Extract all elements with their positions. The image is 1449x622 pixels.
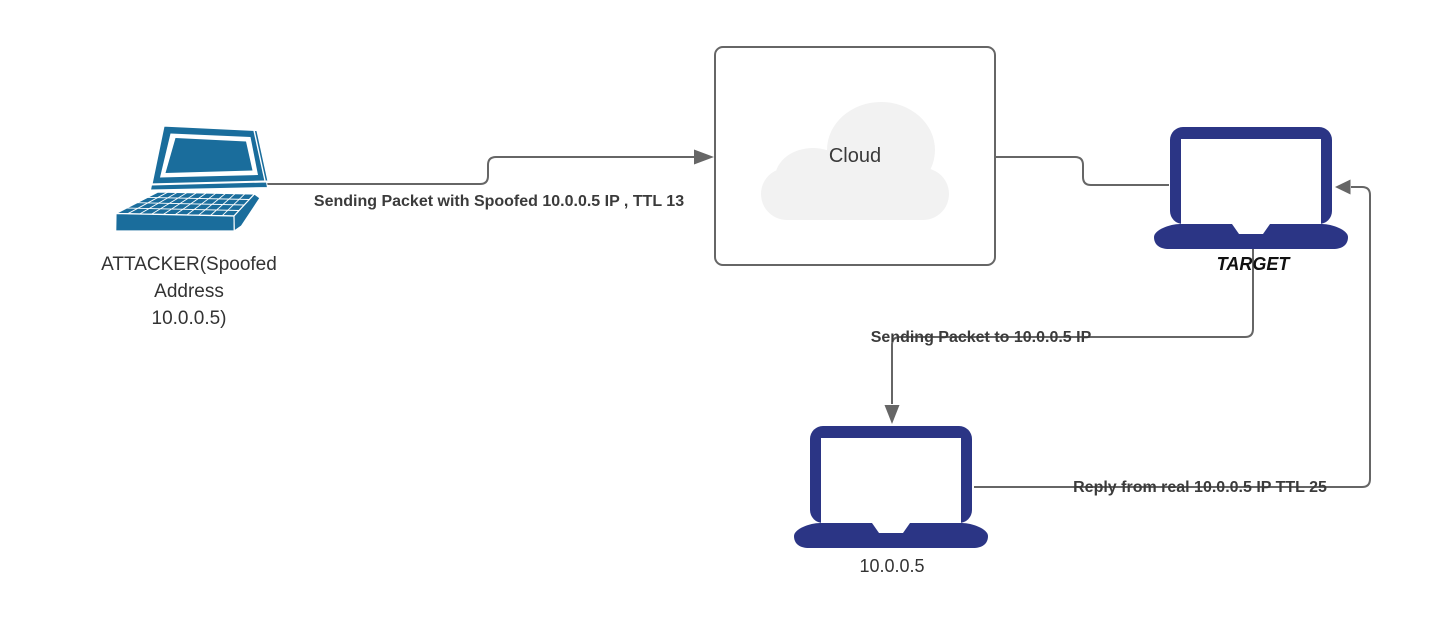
attacker-label-line2: Address [154, 281, 224, 302]
target-label: TARGET [1216, 254, 1290, 274]
edge-label-target-to-real-host: Sending Packet to 10.0.0.5 IP [870, 329, 1092, 346]
connector-cloud-to-target [996, 156, 1169, 186]
target-laptop-icon [1154, 127, 1348, 249]
keyboard-grid [126, 191, 250, 217]
arrowheads [694, 149, 1351, 424]
arrowhead-into-target [1335, 179, 1351, 195]
edge-label-attacker-to-cloud: Sending Packet with Spoofed 10.0.0.5 IP … [313, 193, 685, 210]
connector-target-to-real-host [891, 248, 1254, 404]
attacker-laptop-icon [115, 125, 269, 232]
cloud-label: Cloud [828, 145, 882, 167]
connector-attacker-to-cloud [266, 156, 694, 185]
arrowhead-into-cloud [694, 149, 714, 165]
real-host-label: 10.0.0.5 [859, 556, 925, 576]
connector-real-host-to-target [974, 186, 1371, 488]
edge-label-real-host-to-target: Reply from real 10.0.0.5 IP TTL 25 [1073, 479, 1327, 496]
real-host-laptop-icon [794, 426, 988, 548]
attacker-label-line3: 10.0.0.5) [151, 308, 227, 329]
attacker-label-line1: ATTACKER(Spoofed [101, 254, 277, 275]
connectors [266, 156, 1371, 488]
cloud-icon [761, 102, 949, 220]
arrowhead-into-real-host [884, 405, 900, 424]
attacker-label: ATTACKER(Spoofed Address 10.0.0.5) [89, 251, 289, 332]
